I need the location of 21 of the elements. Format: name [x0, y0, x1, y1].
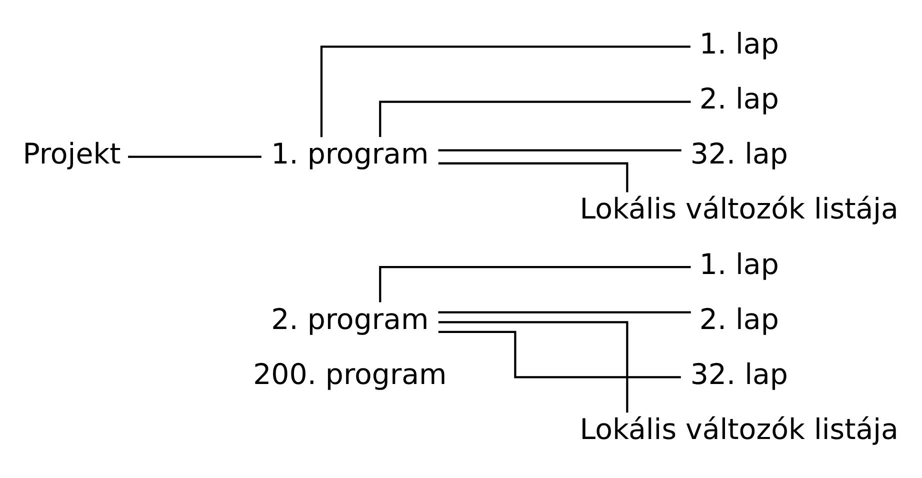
node-text: 1. lap — [699, 247, 779, 280]
connector — [320, 45, 690, 137]
connector — [438, 310, 691, 313]
node-text: 2. lap — [699, 302, 779, 336]
node-text: Projekt — [22, 137, 121, 170]
connector — [438, 162, 628, 192]
connector — [438, 320, 628, 412]
node-text: Lokális változók listája — [580, 192, 898, 226]
connector — [438, 330, 681, 378]
node-text: 2. program — [271, 302, 429, 336]
connector — [128, 155, 262, 158]
node-text: 32. lap — [690, 137, 788, 170]
node-text: Lokális változók listája — [580, 412, 898, 446]
connector — [379, 100, 691, 136]
connector — [438, 148, 682, 151]
node-text: 1. program — [271, 137, 429, 170]
node-text: 32. lap — [690, 357, 788, 390]
connector — [379, 265, 691, 302]
node-text: 1. lap — [699, 26, 779, 60]
node-text: 200. program — [253, 357, 447, 390]
node-text: 2. lap — [699, 82, 779, 116]
